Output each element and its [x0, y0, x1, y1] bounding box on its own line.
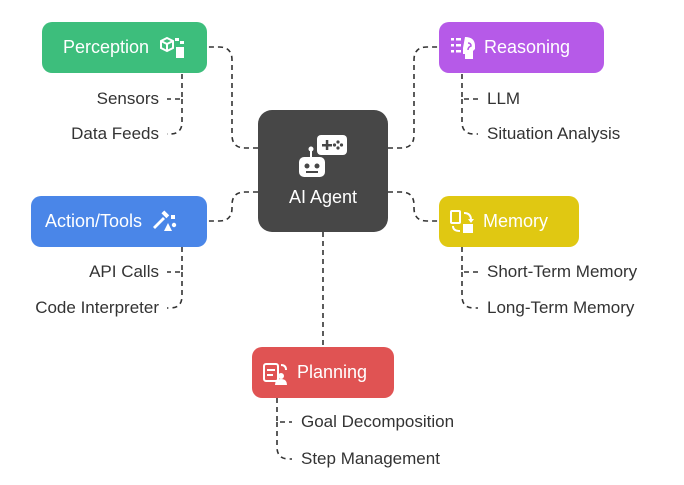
- leaf-code-interpreter: Code Interpreter: [35, 298, 159, 317]
- reasoning-node: Reasoning: [439, 22, 604, 73]
- link-action: [207, 191, 258, 222]
- action-tools-node: Action/Tools: [31, 196, 207, 247]
- memory-label: Memory: [483, 211, 549, 231]
- leaf-goal-decomposition: Goal Decomposition: [301, 412, 455, 431]
- memory-cycle-icon: [450, 209, 474, 233]
- center-label: AI Agent: [288, 186, 358, 207]
- link-short: [461, 247, 478, 273]
- link-codeint: [167, 272, 183, 309]
- link-sensors: [167, 74, 183, 100]
- plan-person-icon: [263, 362, 287, 385]
- leaf-long-term-memory: Long-Term Memory: [487, 298, 635, 317]
- link-datafeeds: [167, 99, 183, 135]
- link-reasoning: [388, 46, 439, 149]
- leaf-step-management: Step Management: [301, 449, 440, 468]
- link-llm: [461, 74, 478, 100]
- leaf-data-feeds: Data Feeds: [71, 124, 159, 143]
- brain-head-icon: [451, 36, 475, 59]
- link-long: [461, 272, 478, 309]
- planning-node: Planning: [252, 347, 394, 398]
- leaf-situation-analysis: Situation Analysis: [487, 124, 621, 143]
- planning-label: Planning: [297, 362, 368, 382]
- link-apicalls: [167, 247, 183, 273]
- leaf-short-term-memory: Short-Term Memory: [487, 262, 638, 281]
- link-memory: [388, 191, 439, 222]
- leaf-llm: LLM: [487, 89, 521, 108]
- link-perception: [207, 46, 258, 149]
- reasoning-label: Reasoning: [484, 37, 571, 57]
- action-tools-label: Action/Tools: [45, 211, 143, 231]
- cube-hand-icon: [160, 36, 185, 58]
- link-goal: [276, 398, 292, 423]
- link-situation: [461, 99, 478, 135]
- perception-node: Perception: [42, 22, 207, 73]
- robot-gamepad-icon: [299, 134, 347, 177]
- link-step: [276, 422, 292, 460]
- memory-node: Memory: [439, 196, 579, 247]
- tools-icon: [153, 209, 177, 231]
- leaf-api-calls: API Calls: [89, 262, 159, 281]
- center-node: AI Agent: [258, 110, 388, 232]
- perception-label: Perception: [63, 37, 150, 57]
- leaf-sensors: Sensors: [96, 89, 159, 108]
